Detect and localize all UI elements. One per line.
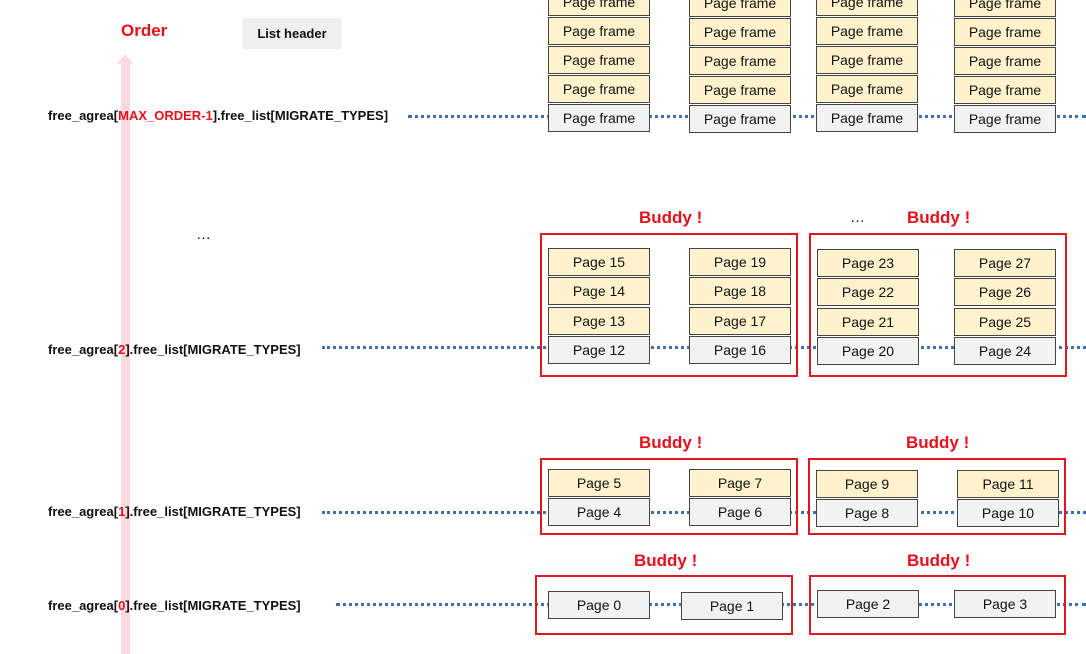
page-frame-box: Page frame — [954, 18, 1056, 46]
page-box: Page 1 — [681, 592, 783, 620]
page-frame-box: Page frame — [689, 47, 791, 75]
page-box: Page 7 — [689, 469, 791, 497]
order-arrow — [121, 62, 130, 654]
page-frame-head-box: Page frame — [816, 104, 918, 132]
page-frame-box: Page frame — [689, 76, 791, 104]
buddy-label: Buddy ! — [639, 433, 703, 452]
buddy-group-frame — [809, 233, 1067, 377]
ellipsis-right: … — [850, 209, 865, 226]
page-box: Page 25 — [954, 308, 1056, 336]
buddy-label: Buddy ! — [634, 551, 698, 570]
row-label-max-order: free_agrea[MAX_ORDER-1].free_list[MIGRAT… — [48, 108, 389, 123]
order-arrow-head — [117, 54, 133, 64]
buddy-label: Buddy ! — [907, 551, 971, 570]
page-frame-head-box: Page frame — [689, 105, 791, 133]
page-head-box: Page 12 — [548, 336, 650, 364]
page-head-box: Page 0 — [548, 591, 650, 619]
page-box: Page 22 — [817, 278, 919, 306]
page-box: Page 21 — [817, 308, 919, 336]
page-frame-box: Page frame — [816, 0, 918, 16]
page-frame-box: Page frame — [954, 0, 1056, 17]
page-box: Page 27 — [954, 249, 1056, 277]
page-frame-box: Page frame — [816, 17, 918, 45]
page-frame-head-box: Page frame — [548, 104, 650, 132]
buddy-label: Buddy ! — [907, 208, 971, 227]
order-label: Order — [121, 21, 168, 40]
page-box: Page 18 — [689, 277, 791, 305]
buddy-group-frame — [540, 233, 798, 377]
page-box: Page 3 — [954, 590, 1056, 618]
page-box: Page 5 — [548, 469, 650, 497]
page-box: Page 19 — [689, 248, 791, 276]
list-header-label: List header — [242, 18, 342, 49]
page-frame-box: Page frame — [689, 0, 791, 17]
buddy-label: Buddy ! — [639, 208, 703, 227]
page-box: Page 9 — [816, 470, 918, 498]
page-frame-box: Page frame — [548, 46, 650, 74]
page-head-box: Page 24 — [954, 337, 1056, 365]
page-head-box: Page 10 — [957, 499, 1059, 527]
page-box: Page 17 — [689, 307, 791, 335]
row-label-order-0: free_agrea[0].free_list[MIGRATE_TYPES] — [48, 598, 301, 613]
page-frame-box: Page frame — [954, 76, 1056, 104]
page-head-box: Page 20 — [817, 337, 919, 365]
page-head-box: Page 2 — [817, 590, 919, 618]
page-box: Page 15 — [548, 248, 650, 276]
page-head-box: Page 4 — [548, 498, 650, 526]
page-box: Page 11 — [957, 470, 1059, 498]
page-frame-box: Page frame — [548, 0, 650, 16]
buddy-group-frame — [808, 458, 1066, 535]
buddy-group-frame — [535, 575, 793, 635]
page-head-box: Page 16 — [689, 336, 791, 364]
page-box: Page 23 — [817, 249, 919, 277]
buddy-label: Buddy ! — [906, 433, 970, 452]
ellipsis-left: … — [196, 226, 211, 243]
page-box: Page 26 — [954, 278, 1056, 306]
buddy-group-frame — [540, 458, 798, 535]
page-frame-box: Page frame — [954, 47, 1056, 75]
page-frame-box: Page frame — [816, 46, 918, 74]
page-frame-box: Page frame — [689, 18, 791, 46]
page-box: Page 14 — [548, 277, 650, 305]
page-frame-box: Page frame — [548, 17, 650, 45]
row-label-order-1: free_agrea[1].free_list[MIGRATE_TYPES] — [48, 504, 301, 519]
page-head-box: Page 6 — [689, 498, 791, 526]
page-frame-box: Page frame — [548, 75, 650, 103]
page-frame-box: Page frame — [816, 75, 918, 103]
page-box: Page 13 — [548, 307, 650, 335]
buddy-group-frame — [809, 575, 1066, 635]
row-label-order-2: free_agrea[2].free_list[MIGRATE_TYPES] — [48, 342, 301, 357]
page-frame-head-box: Page frame — [954, 105, 1056, 133]
page-head-box: Page 8 — [816, 499, 918, 527]
